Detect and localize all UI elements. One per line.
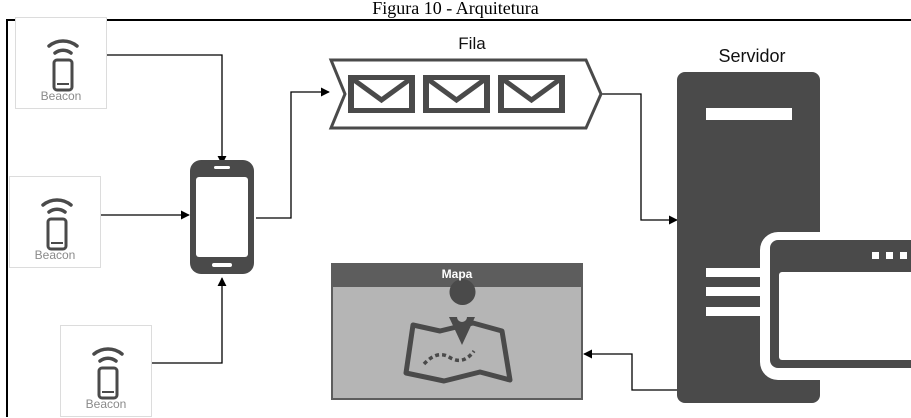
browser-window-icon [760, 232, 911, 380]
map-route-icon [403, 279, 513, 384]
beacon-label: Beacon [85, 397, 127, 411]
queue-icon [328, 58, 603, 130]
envelope-icon [423, 75, 490, 113]
beacon-node-3: Beacon [60, 325, 152, 417]
figure-frame [6, 19, 911, 417]
connector-beacon1-phone [107, 54, 227, 165]
beacon-node-1: Beacon [15, 17, 107, 109]
queue-label: Fila [458, 34, 486, 53]
envelope-icon [348, 75, 415, 113]
envelope-icon [498, 75, 565, 113]
beacon-icon [47, 39, 79, 92]
map-card [331, 263, 583, 400]
smartphone-icon [190, 160, 254, 274]
beacon-label: Beacon [40, 89, 82, 103]
figure-caption: Figura 10 - Arquitetura [372, 0, 539, 18]
beacon-node-2: Beacon [9, 176, 101, 268]
map-title: Mapa [441, 267, 473, 281]
connector-queue-server [601, 93, 678, 225]
connector-phone-queue [256, 87, 330, 219]
beacon-icon [41, 198, 73, 251]
beacon-label: Beacon [34, 248, 76, 262]
connector-beacon3-phone [152, 277, 227, 364]
server-label: Servidor [718, 46, 786, 66]
beacon-icon [92, 347, 124, 400]
